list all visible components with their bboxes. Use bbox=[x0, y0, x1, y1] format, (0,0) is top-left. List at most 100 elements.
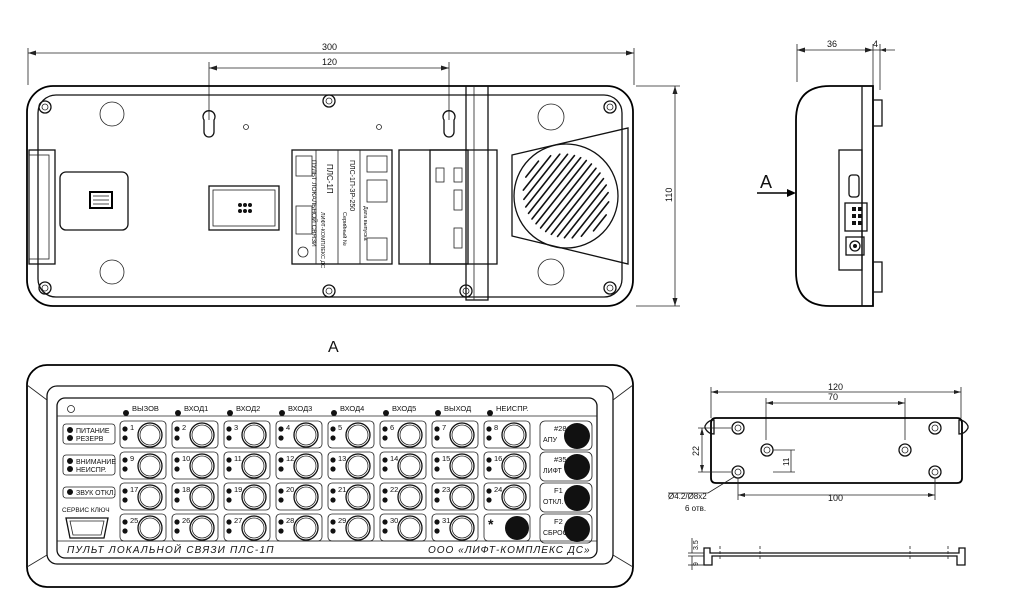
key-number: 8 bbox=[494, 423, 498, 432]
sticker-line-4: Серийный № bbox=[341, 212, 348, 246]
keyhole-slots bbox=[202, 110, 456, 138]
dim-lip-4: 4 bbox=[873, 39, 878, 49]
speaker-grille bbox=[511, 127, 629, 265]
label-service-key: СЕРВИС КЛЮЧ bbox=[62, 507, 110, 514]
key-button-16[interactable]: 16 bbox=[483, 451, 531, 480]
key-button-22[interactable]: 22 bbox=[379, 482, 427, 511]
sticker-line-1: ПУЛЬТ ЛОКАЛЬНОЙ СВЯЗИ bbox=[310, 160, 319, 247]
key-button-2[interactable]: 2 bbox=[171, 420, 219, 449]
view-arrow-label: A bbox=[760, 172, 772, 192]
function-key-label: ОТКЛ. bbox=[543, 499, 563, 506]
key-number: 9 bbox=[130, 454, 134, 463]
key-button-24[interactable]: 24 bbox=[483, 482, 531, 511]
dim-depth-36: 36 bbox=[827, 39, 837, 49]
key-button-8[interactable]: 8 bbox=[483, 420, 531, 449]
key-button-1[interactable]: 1 bbox=[119, 420, 167, 449]
key-button-17[interactable]: 17 bbox=[119, 482, 167, 511]
footer-right: ООО «ЛИФТ-КОМПЛЕКС ДС» bbox=[428, 545, 591, 556]
key-number: 17 bbox=[130, 485, 138, 494]
key-number: 7 bbox=[442, 423, 446, 432]
product-sticker: ПУЛЬТ ЛОКАЛЬНОЙ СВЯЗИ ПЛС-1П ПЛС-1П-ЗР-2… bbox=[291, 149, 393, 268]
key-number: 18 bbox=[182, 485, 190, 494]
function-key-top: #28 bbox=[554, 424, 567, 433]
key-number: 27 bbox=[234, 516, 242, 525]
key-number: 19 bbox=[234, 485, 242, 494]
bracket-dim-11: 11 bbox=[782, 457, 791, 466]
key-button-29[interactable]: 29 bbox=[327, 513, 375, 542]
key-button-7[interactable]: 7 bbox=[431, 420, 479, 449]
corner-screws bbox=[38, 94, 617, 298]
top-label-6: ВХОД5 bbox=[392, 404, 416, 413]
function-key-top: F1 bbox=[554, 486, 563, 495]
top-label-7: ВЫХОД bbox=[444, 404, 471, 413]
key-button-19[interactable]: 19 bbox=[223, 482, 271, 511]
label-attention: ВНИМАНИЕ bbox=[76, 459, 116, 466]
label-reserve: РЕЗЕРВ bbox=[76, 436, 104, 443]
key-button-9[interactable]: 9 bbox=[119, 451, 167, 480]
key-number: 20 bbox=[286, 485, 294, 494]
key-number: 25 bbox=[130, 516, 138, 525]
key-button-3[interactable]: 3 bbox=[223, 420, 271, 449]
housing-outline bbox=[26, 85, 634, 307]
key-button-26[interactable]: 26 bbox=[171, 513, 219, 542]
key-number: 29 bbox=[338, 516, 346, 525]
label-sound-off: ЗВУК ОТКЛ. bbox=[76, 490, 116, 497]
key-button-11[interactable]: 11 bbox=[223, 451, 271, 480]
key-number: 15 bbox=[442, 454, 450, 463]
function-key-label: СБРОС bbox=[543, 530, 568, 537]
footer-left: ПУЛЬТ ЛОКАЛЬНОЙ СВЯЗИ ПЛС-1П bbox=[67, 543, 275, 556]
top-label-2: ВХОД1 bbox=[184, 404, 208, 413]
bracket-dim-22: 22 bbox=[691, 446, 701, 456]
key-button-23[interactable]: 23 bbox=[431, 482, 479, 511]
key-number: 28 bbox=[286, 516, 294, 525]
sticker-line-3: ЛИФТ-КОМПЛЕКС ДС bbox=[319, 212, 325, 268]
key-button-18[interactable]: 18 bbox=[171, 482, 219, 511]
key-button-12[interactable]: 12 bbox=[275, 451, 323, 480]
bracket-dim-70: 70 bbox=[828, 392, 838, 402]
key-button-10[interactable]: 10 bbox=[171, 451, 219, 480]
front-panel bbox=[56, 397, 598, 559]
front-housing bbox=[26, 364, 634, 588]
key-number: 6 bbox=[390, 423, 394, 432]
key-button-14[interactable]: 14 bbox=[379, 451, 427, 480]
dim-width-300: 300 bbox=[322, 42, 337, 52]
hole-note: Ø4.2/Ø8x2 bbox=[668, 492, 707, 501]
key-number: 13 bbox=[338, 454, 346, 463]
key-button-21[interactable]: 21 bbox=[327, 482, 375, 511]
key-number: 21 bbox=[338, 485, 346, 494]
key-number: 14 bbox=[390, 454, 398, 463]
key-button-5[interactable]: 5 bbox=[327, 420, 375, 449]
star-key-button[interactable]: * bbox=[483, 513, 531, 542]
key-button-31[interactable]: 31 bbox=[431, 513, 479, 542]
key-button-25[interactable]: 25 bbox=[119, 513, 167, 542]
hole-count: 6 отв. bbox=[685, 504, 706, 513]
key-button-15[interactable]: 15 bbox=[431, 451, 479, 480]
top-label-4: ВХОД3 bbox=[288, 404, 312, 413]
key-button-13[interactable]: 13 bbox=[327, 451, 375, 480]
front-view-label: A bbox=[328, 339, 339, 356]
label-fault: НЕИСПР. bbox=[76, 467, 106, 474]
key-number: 10 bbox=[182, 454, 190, 463]
key-button-30[interactable]: 30 bbox=[379, 513, 427, 542]
key-number: 2 bbox=[182, 423, 186, 432]
key-button-6[interactable]: 6 bbox=[379, 420, 427, 449]
top-view: 300 120 110 bbox=[26, 42, 680, 307]
key-button-20[interactable]: 20 bbox=[275, 482, 323, 511]
key-number: 31 bbox=[442, 516, 450, 525]
key-button-28[interactable]: 28 bbox=[275, 513, 323, 542]
key-number: 5 bbox=[338, 423, 342, 432]
key-button-27[interactable]: 27 bbox=[223, 513, 271, 542]
key-button-4[interactable]: 4 bbox=[275, 420, 323, 449]
dim-holes-120: 120 bbox=[322, 57, 337, 67]
key-number: 23 bbox=[442, 485, 450, 494]
service-key-port[interactable] bbox=[65, 517, 109, 539]
key-number: 11 bbox=[234, 454, 242, 463]
